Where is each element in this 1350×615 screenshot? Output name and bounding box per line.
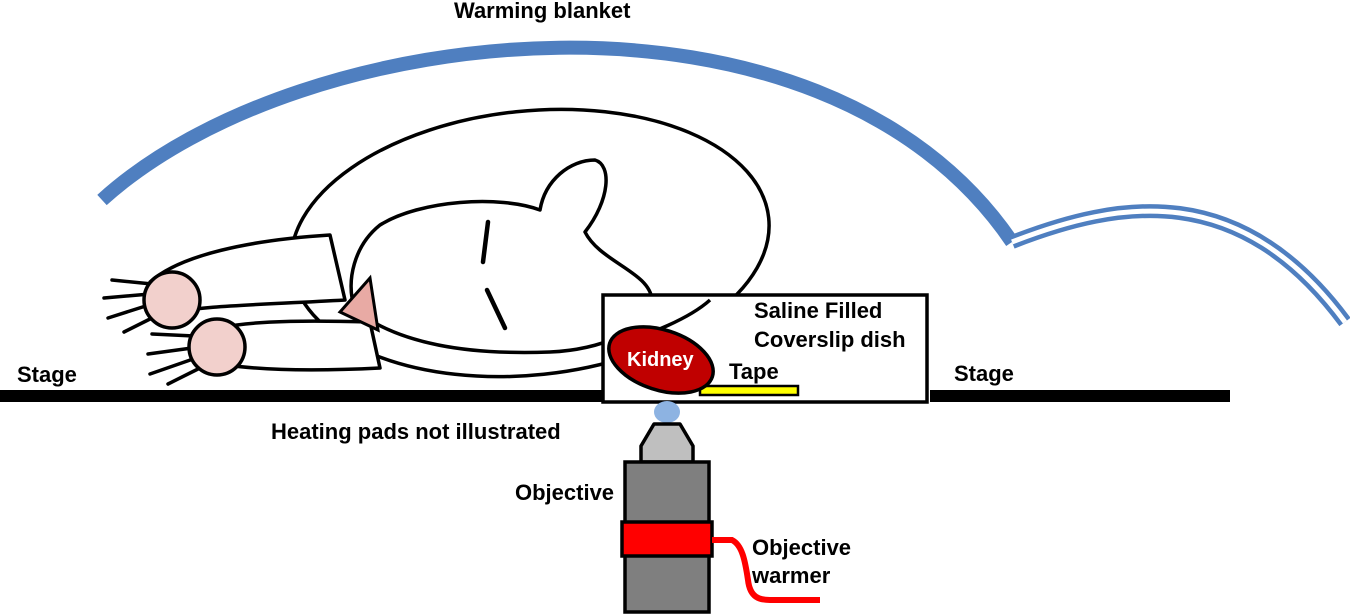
objective-warmer-band [620, 520, 714, 558]
label-dish-line2: Coverslip dish [754, 327, 906, 352]
objective-warmer-cable [712, 537, 820, 603]
objective-tip [639, 422, 695, 464]
label-stage-left: Stage [17, 362, 77, 387]
label-objective: Objective [515, 480, 614, 505]
warming-blanket [97, 40, 1018, 246]
warming-blanket-tail-gap [1011, 208, 1348, 324]
label-kidney: Kidney [627, 349, 695, 371]
label-dish-line1: Saline Filled [754, 298, 882, 323]
label-warming-blanket: Warming blanket [454, 0, 631, 23]
label-warmer-line1: Objective [752, 535, 851, 560]
mouse-paw-upper [142, 270, 202, 330]
mouse-ear [337, 274, 380, 333]
stage-right [930, 390, 1230, 402]
mouse-paw-lower [187, 317, 247, 377]
immersion-drop [654, 401, 680, 423]
mouse-eye-lower [484, 287, 508, 331]
kidney [607, 325, 715, 395]
label-warmer-line2: warmer [751, 563, 831, 588]
label-heating-pads: Heating pads not illustrated [271, 419, 561, 444]
tape [698, 384, 800, 397]
label-stage-right: Stage [954, 361, 1014, 386]
mouse-eye-upper [480, 219, 491, 265]
stage-left [0, 390, 602, 402]
label-tape: Tape [729, 359, 779, 384]
